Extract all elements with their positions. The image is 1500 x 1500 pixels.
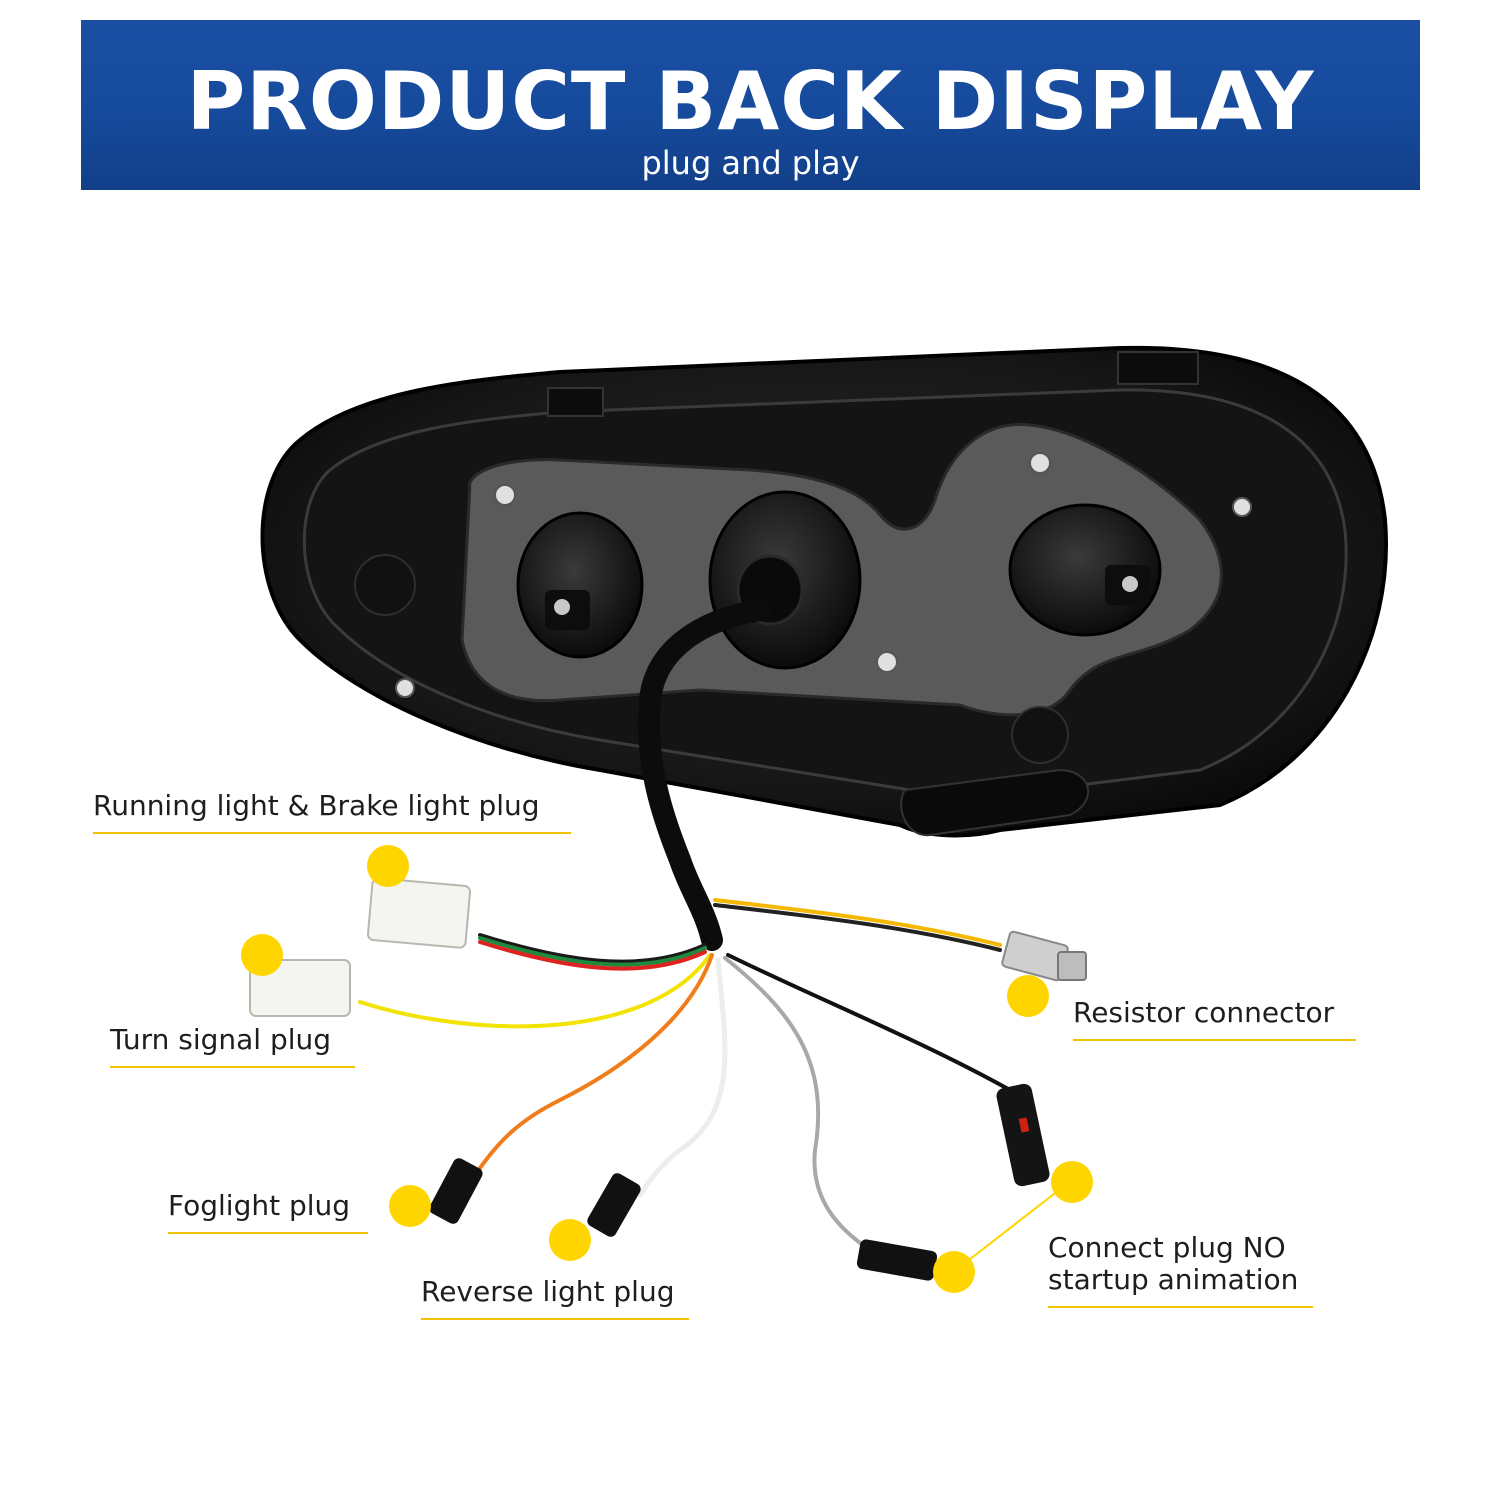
label-no-animation-plug: Connect plug NO startup animation <box>1048 1232 1313 1308</box>
label-resistor-connector: Resistor connector <box>1073 997 1356 1041</box>
label-foglight-plug: Foglight plug <box>168 1190 368 1234</box>
label-reverse-light-plug: Reverse light plug <box>421 1276 689 1320</box>
label-running-brake-plug: Running light & Brake light plug <box>93 790 571 834</box>
label-turn-signal-plug: Turn signal plug <box>110 1024 355 1068</box>
markers <box>241 845 1093 1293</box>
connectors <box>249 877 1087 1281</box>
label-no-animation-line2: startup animation <box>1048 1263 1299 1296</box>
bulb-sockets <box>516 490 1162 670</box>
wires <box>358 898 1012 1252</box>
leader-line <box>955 1179 1073 1271</box>
main-harness <box>638 599 771 951</box>
header-banner: PRODUCT BACK DISPLAY plug and play <box>81 20 1420 190</box>
label-no-animation-line1: Connect plug NO <box>1048 1231 1286 1264</box>
screws <box>395 452 1252 698</box>
page-title: PRODUCT BACK DISPLAY <box>186 55 1315 148</box>
page-subtitle: plug and play <box>641 144 860 182</box>
